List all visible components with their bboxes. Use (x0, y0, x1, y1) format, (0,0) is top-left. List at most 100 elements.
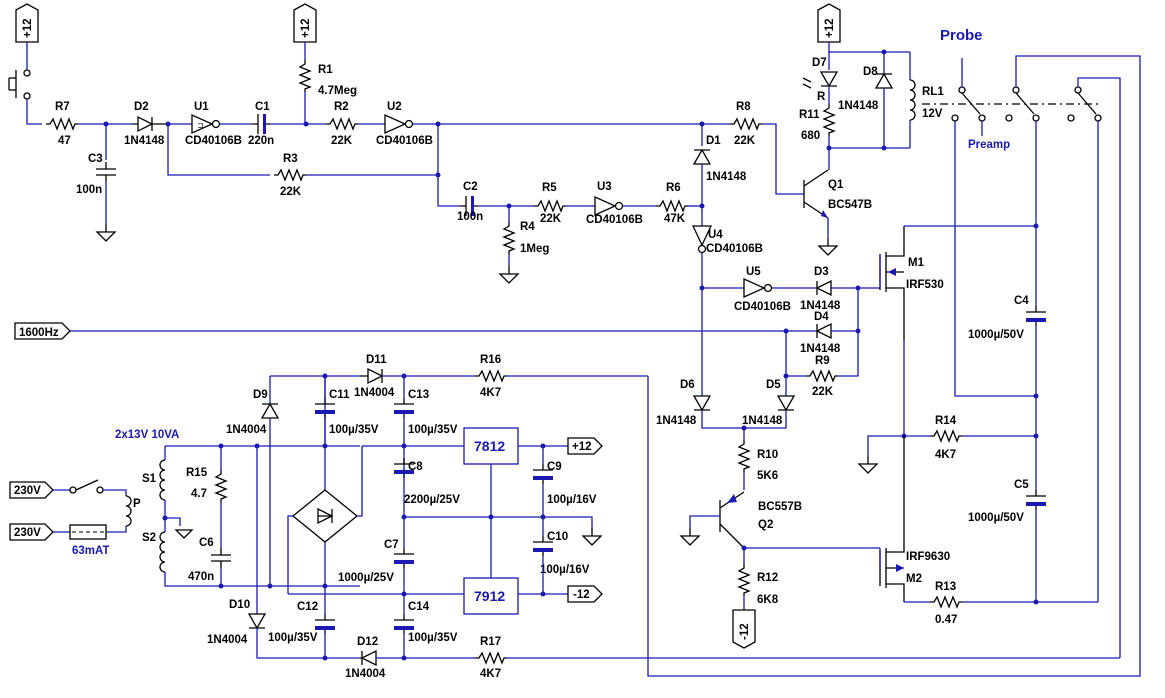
port-1600hz: 1600Hz (14, 322, 71, 340)
regulator-7912: 7912 (463, 577, 519, 615)
svg-text:-12: -12 (573, 589, 590, 601)
port-230v-2: 230V (9, 523, 54, 541)
r16-ref: R16 (480, 354, 501, 366)
c10-ref: C10 (547, 531, 568, 543)
resistor-r16 (474, 370, 508, 382)
rail-label: +12 (300, 18, 312, 38)
resistor-r2 (325, 118, 359, 130)
u2-value: CD40106B (376, 135, 433, 147)
d1-ref: D1 (706, 135, 721, 147)
u3-value: CD40106B (586, 214, 643, 226)
resistor-r11 (823, 103, 835, 137)
resistor-r15 (215, 469, 227, 503)
diode-d10 (247, 613, 267, 630)
u1-ref: U1 (194, 101, 209, 113)
r8-value: 22K (734, 135, 756, 147)
c12-value: 100µ/35V (268, 632, 318, 644)
diode-d1 (692, 148, 712, 165)
d4-ref: D4 (814, 311, 829, 323)
d11-value: 1N4004 (354, 387, 395, 399)
diode-d12 (360, 649, 377, 667)
relay-contact-3 (1067, 77, 1121, 658)
ground-symbol (96, 223, 116, 242)
u3-ref: U3 (597, 181, 612, 193)
r6-ref: R6 (666, 182, 681, 194)
c3-ref: C3 (88, 153, 103, 165)
resistor-r4 (503, 221, 515, 255)
led-d7 (819, 71, 839, 88)
r2-ref: R2 (334, 101, 349, 113)
r5-ref: R5 (542, 182, 557, 194)
c8-ref: C8 (408, 461, 423, 473)
supply-plus12-left: +12 (15, 3, 39, 60)
c12-ref: C12 (297, 601, 318, 613)
resistor-r6 (655, 200, 689, 212)
r8-ref: R8 (736, 101, 751, 113)
diode-d3 (815, 279, 832, 297)
transformer-s2 (159, 531, 166, 573)
resistor-r12 (738, 563, 750, 597)
relay-contact-1 (951, 58, 986, 136)
svg-text:1600Hz: 1600Hz (19, 327, 59, 339)
c7-ref: C7 (384, 539, 399, 551)
d3-value: 1N4148 (800, 300, 841, 312)
r4-value: 1Meg (520, 243, 549, 255)
inverter-u4 (691, 225, 713, 254)
cap-c1 (252, 114, 270, 134)
led-r-label: R (817, 91, 826, 103)
svg-text:230V: 230V (14, 527, 41, 539)
inverter-u5 (743, 277, 773, 299)
c10-value: 100µ/16V (540, 564, 590, 576)
q1-ref: Q1 (828, 179, 844, 191)
transformer-label: 2x13V 10VA (115, 429, 179, 441)
inverter-u2 (384, 113, 414, 135)
supply-plus12-relay: +12 (817, 3, 841, 43)
d12-ref: D12 (357, 636, 378, 648)
r3-value: 22K (280, 186, 302, 198)
ground-symbol (858, 455, 878, 474)
d6-ref: D6 (680, 379, 695, 391)
preamp-label: Preamp (968, 139, 1010, 151)
ground-symbol (499, 265, 519, 284)
d7-ref: D7 (812, 57, 827, 69)
primary-label: P (133, 498, 141, 510)
c3-value: 100n (76, 184, 102, 196)
s1-label: S1 (142, 473, 157, 485)
d3-ref: D3 (814, 266, 829, 278)
u5-value: CD40106B (734, 301, 791, 313)
rail-label: +12 (22, 18, 34, 38)
inverter-u1: ⊐ (191, 113, 221, 135)
r17-value: 4K7 (480, 668, 501, 680)
c13-ref: C13 (408, 389, 429, 401)
d6-value: 1N4148 (656, 415, 697, 427)
supply-minus12: -12 (732, 609, 756, 649)
push-switch (8, 60, 42, 125)
r2-value: 22K (331, 135, 353, 147)
resistor-r13 (929, 596, 963, 608)
diode-d2 (132, 115, 166, 133)
r5-value: 22K (540, 213, 562, 225)
diode-d8 (874, 72, 894, 89)
inverter-u3 (594, 195, 624, 217)
c13-value: 100µ/35V (408, 424, 458, 436)
r14-value: 4K7 (935, 449, 956, 461)
c2-value: 100n (457, 211, 483, 223)
r15-ref: R15 (186, 467, 208, 479)
c14-value: 100µ/35V (408, 632, 458, 644)
transformer-primary (125, 495, 132, 527)
u4-ref: U4 (708, 229, 723, 241)
svg-text:7912: 7912 (474, 588, 505, 604)
port-230v-1: 230V (9, 481, 54, 499)
d2-ref: D2 (134, 101, 149, 113)
q2-ref: Q2 (758, 519, 773, 531)
c2-ref: C2 (463, 181, 478, 193)
d8-ref: D8 (863, 66, 878, 78)
d2-value: 1N4148 (124, 135, 165, 147)
m2-value: IRF9630 (906, 551, 950, 563)
r11-value: 680 (801, 130, 820, 142)
cap-c12 (314, 613, 336, 635)
svg-text:230V: 230V (14, 485, 41, 497)
transistor-q1 (803, 169, 829, 219)
m1-ref: M1 (908, 257, 925, 269)
